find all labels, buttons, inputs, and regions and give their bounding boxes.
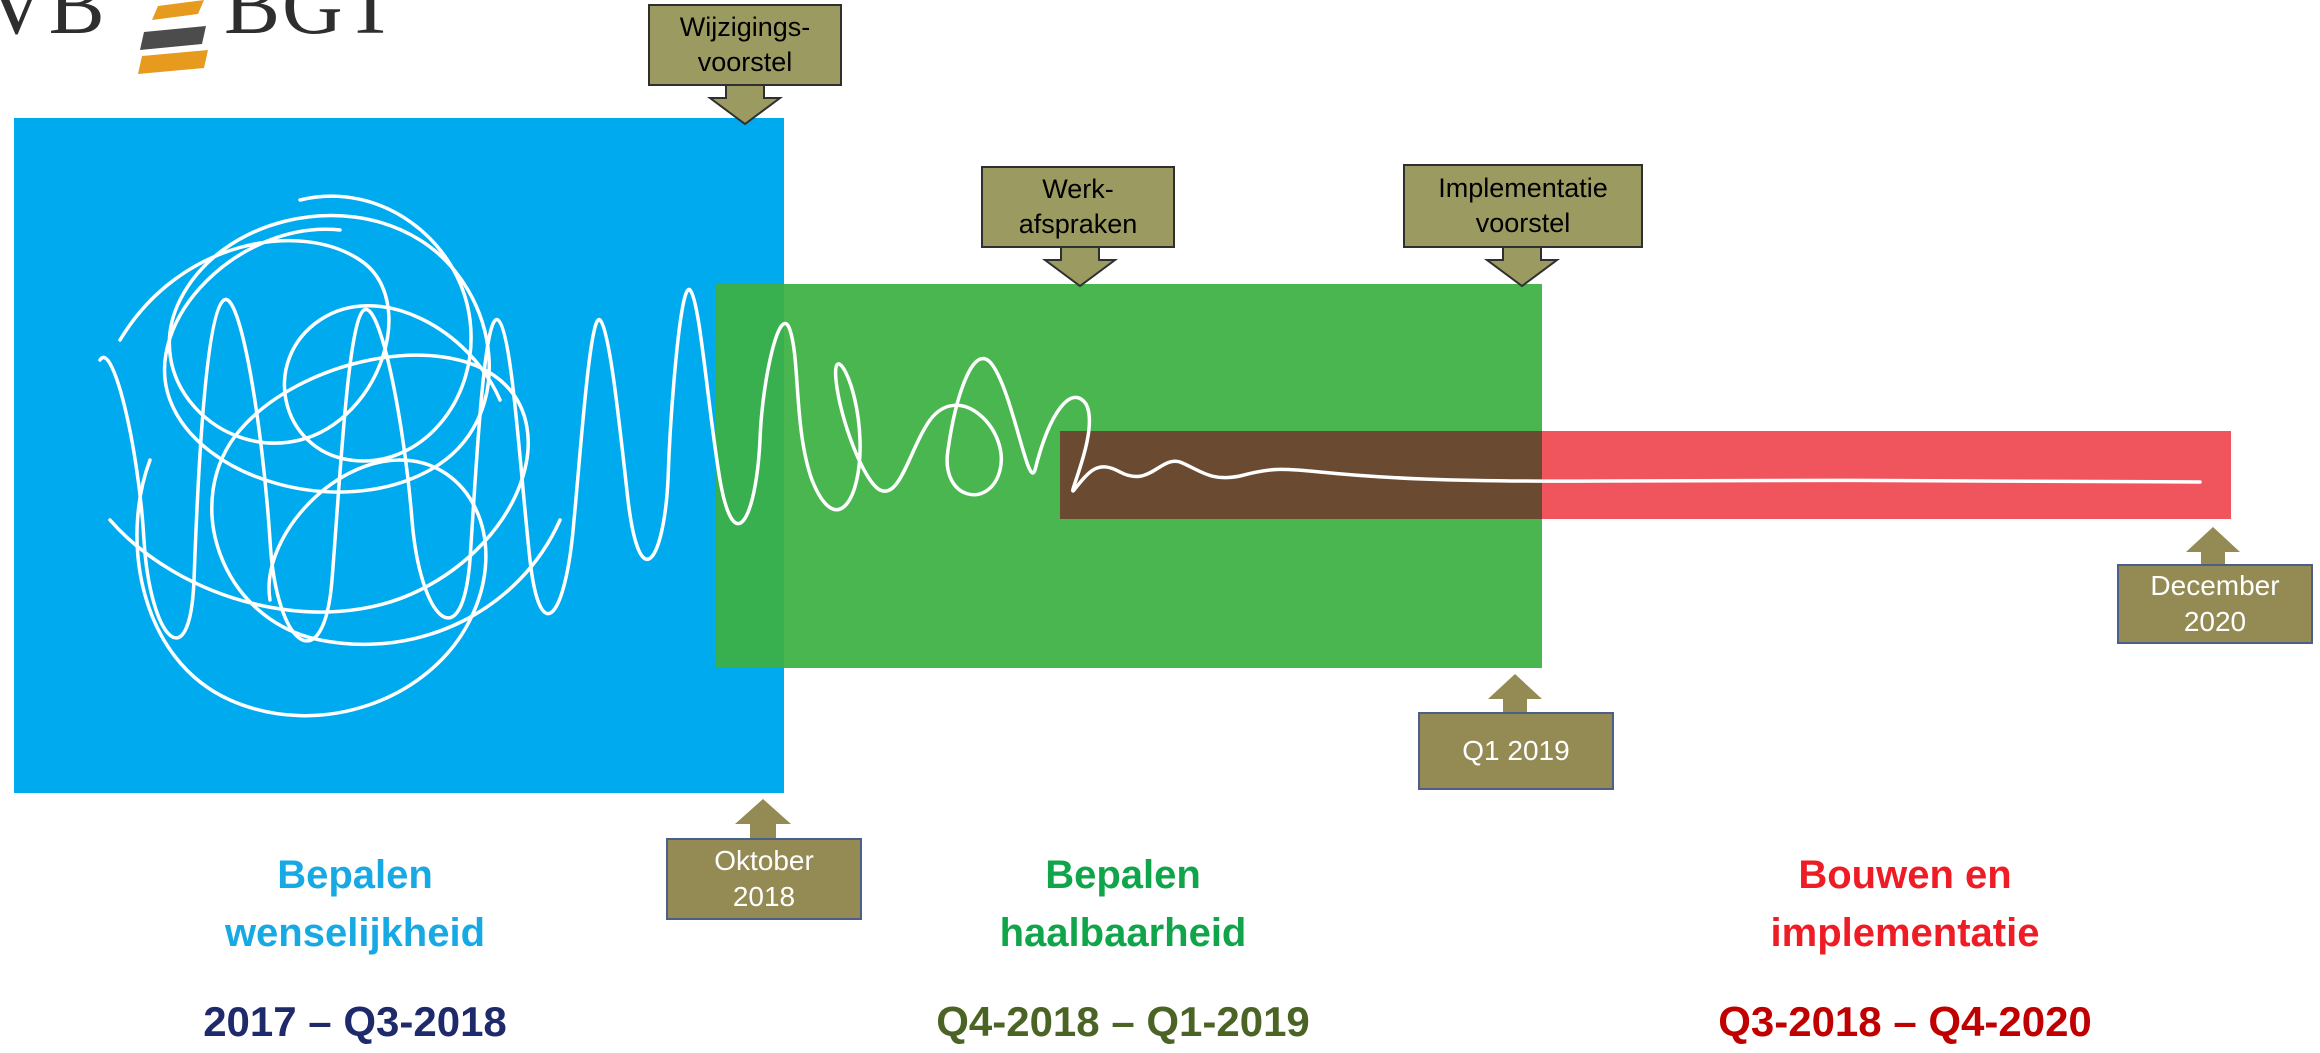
december-2020-callout: December 2020 <box>2117 564 2313 644</box>
werkafspraken-callout: Werk- afspraken <box>981 166 1175 248</box>
wijzigingsvoorstel-callout: Wijzigings- voorstel <box>648 4 842 86</box>
phase-period-wenselijkheid: 2017 – Q3-2018 <box>203 998 507 1045</box>
scribble-line <box>98 194 2202 718</box>
implementatievoorstel-callout: Implementatie voorstel <box>1403 164 1643 248</box>
phase-title-wenselijkheid: Bepalen wenselijkheid <box>224 853 486 955</box>
phase-title-haalbaarheid: Bepalen haalbaarheid <box>999 853 1247 955</box>
phase-period-haalbaarheid: Q4-2018 – Q1-2019 <box>936 998 1310 1045</box>
oktober-2018-arrow <box>735 799 791 840</box>
logo-right-text: BGT <box>224 0 398 52</box>
logo-layer <box>152 0 204 20</box>
wijzigingsvoorstel-arrow <box>706 83 784 126</box>
phase-title-bouwen: Bouwen en implementatie <box>1770 853 2040 955</box>
logo-layers-icon <box>138 0 208 74</box>
phase-period-bouwen: Q3-2018 – Q4-2020 <box>1718 998 2092 1045</box>
werkafspraken-arrow <box>1041 245 1119 288</box>
oktober-2018-callout: Oktober 2018 <box>666 838 862 920</box>
logo-layer <box>140 26 206 50</box>
implementatievoorstel-arrow <box>1483 245 1561 288</box>
december-2020-arrow <box>2186 527 2240 566</box>
logo-layer <box>138 50 208 74</box>
q1-2019-arrow <box>1488 674 1542 714</box>
q1-2019-callout: Q1 2019 <box>1418 712 1614 790</box>
logo-left-text: VB <box>0 0 107 52</box>
